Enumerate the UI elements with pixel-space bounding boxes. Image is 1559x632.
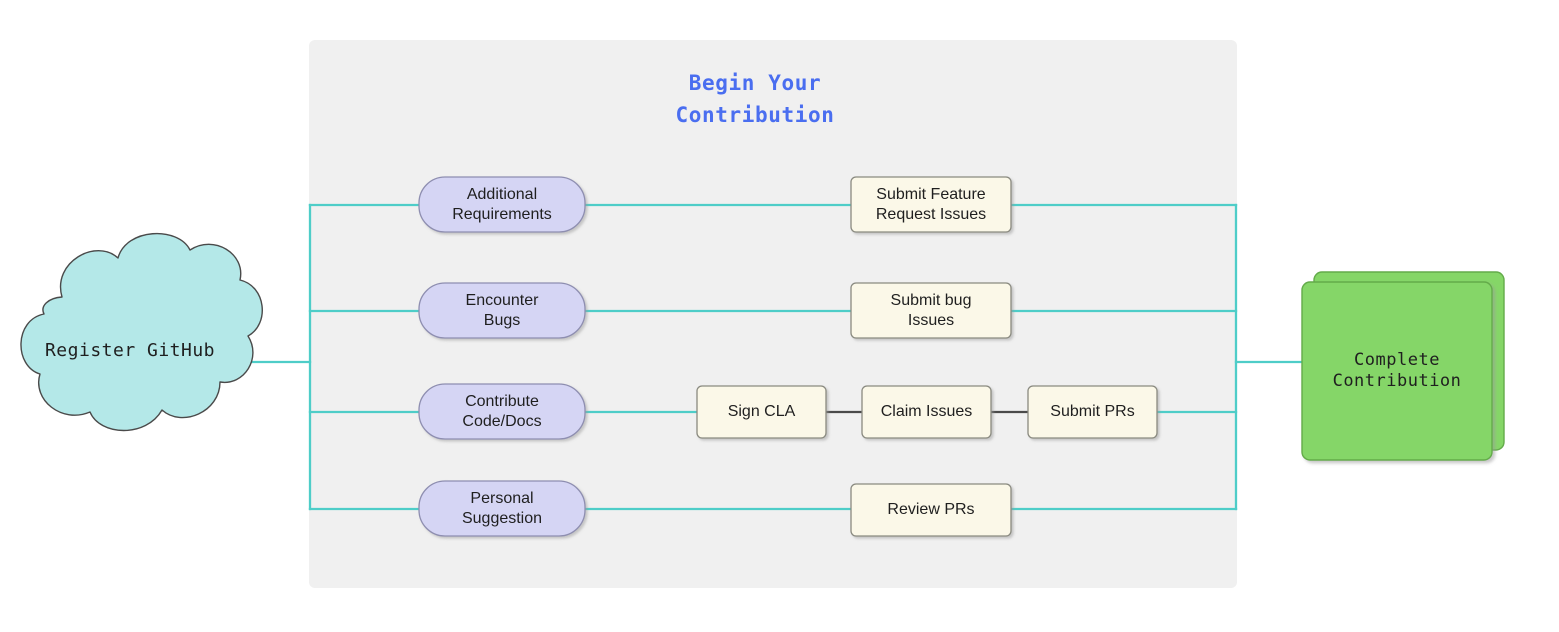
node-submit-bug-issues-shape[interactable]: [850, 282, 1012, 339]
node-contribute-code-docs-shape[interactable]: [418, 383, 586, 440]
node-encounter-bugs-shape[interactable]: [418, 282, 586, 339]
node-complete-contribution-shape[interactable]: [1301, 281, 1493, 461]
node-sign-cla-shape[interactable]: [696, 385, 827, 439]
node-submit-feature-request-issues-shape[interactable]: [850, 176, 1012, 233]
edge-group-middle: [583, 203, 853, 511]
edge-group-left-fanout: [234, 203, 421, 511]
node-personal-suggestion-shape[interactable]: [418, 480, 586, 537]
node-register-github-shape[interactable]: [20, 232, 263, 432]
edge-group-right-fanin: [1009, 203, 1304, 511]
node-submit-prs-shape[interactable]: [1027, 385, 1158, 439]
node-review-prs-shape[interactable]: [850, 483, 1012, 537]
node-claim-issues-shape[interactable]: [861, 385, 992, 439]
node-additional-requirements-shape[interactable]: [418, 176, 586, 233]
